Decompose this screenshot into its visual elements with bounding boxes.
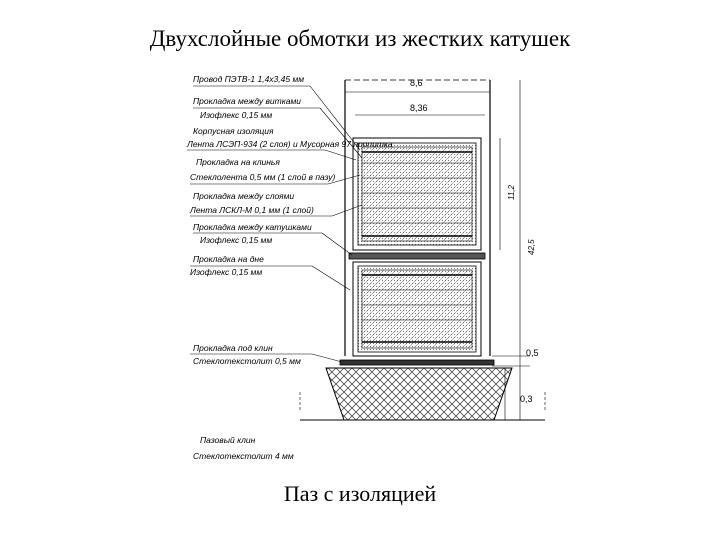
dim-top-width: 8,6	[410, 78, 423, 88]
label-turn-pad: Прокладка между витками Изофлекс 0,15 мм	[193, 96, 363, 159]
label-layer-pad: Прокладка между слоями Лента ЛСКЛ-М 0,1 …	[189, 191, 363, 217]
label-coil-pad-line2: Изофлекс 0,15 мм	[200, 235, 272, 245]
label-bottom-pad-line2: Изофлекс 0,15 мм	[190, 267, 262, 277]
dim-inner-width: 8,36	[410, 103, 428, 113]
label-under-wedge-line2: Стеклотекстолит 0,5 мм	[193, 356, 301, 366]
interlayer-pad	[348, 252, 486, 260]
label-coil-pad-line1: Прокладка между катушками	[193, 222, 312, 232]
label-ground-insulation-line1: Корпусная изоляция	[193, 126, 274, 136]
label-under-wedge-line1: Прокладка под клин	[193, 343, 273, 353]
label-under-wedge: Прокладка под клин Стеклотекстолит 0,5 м…	[190, 343, 343, 366]
dim-wedge-pad: 0,5	[526, 348, 539, 358]
label-ground-insulation-line2: Лента ЛСЭП-934 (2 слоя) и Мусорная 97 пр…	[186, 139, 393, 149]
wedge-pad	[339, 359, 495, 366]
label-slot-wedge: Пазовый клин Стеклотекстолит 4 мм	[193, 435, 294, 461]
label-wedge-side-pad: Прокладка на клинья Стеклолента 0,5 мм (…	[190, 157, 361, 185]
label-turn-pad-line1: Прокладка между витками	[193, 96, 301, 106]
leader-labels: Провод ПЭТВ-1 1,4х3,45 мм Прокладка межд…	[186, 74, 393, 461]
slide-title: Двухслойные обмотки из жестких катушек	[149, 26, 571, 51]
label-ground-insulation: Корпусная изоляция Лента ЛСЭП-934 (2 сло…	[186, 126, 393, 161]
diagram-caption: Паз с изоляцией	[283, 481, 437, 506]
top-coil	[352, 137, 482, 251]
label-wedge-side-pad-line1: Прокладка на клинья	[196, 157, 280, 167]
label-slot-wedge-line2: Стеклотекстолит 4 мм	[193, 451, 294, 461]
bottom-coil	[352, 261, 482, 357]
dim-total-height: 42,5	[527, 239, 536, 255]
label-wire-line1: Провод ПЭТВ-1 1,4х3,45 мм	[193, 74, 304, 84]
dimension-lines	[299, 80, 546, 420]
dim-wedge-gap: 0,3	[520, 394, 533, 404]
label-turn-pad-line2: Изофлекс 0,15 мм	[200, 110, 272, 120]
label-bottom-pad: Прокладка на дне Изофлекс 0,15 мм	[190, 254, 351, 291]
label-slot-wedge-line1: Пазовый клин	[200, 435, 256, 445]
label-layer-pad-line1: Прокладка между слоями	[193, 191, 294, 201]
label-coil-pad: Прокладка между катушками Изофлекс 0,15 …	[193, 222, 353, 256]
label-bottom-pad-line1: Прокладка на дне	[193, 254, 264, 264]
label-wire: Провод ПЭТВ-1 1,4х3,45 мм	[193, 74, 361, 151]
label-layer-pad-line2: Лента ЛСКЛ-М 0,1 мм (1 слой)	[189, 205, 314, 215]
dim-coil-height: 11,2	[507, 184, 516, 200]
slot-walls	[344, 79, 491, 356]
slot-wedge	[300, 367, 545, 421]
label-wedge-side-pad-line2: Стеклолента 0,5 мм (1 слой в пазу)	[190, 172, 335, 182]
